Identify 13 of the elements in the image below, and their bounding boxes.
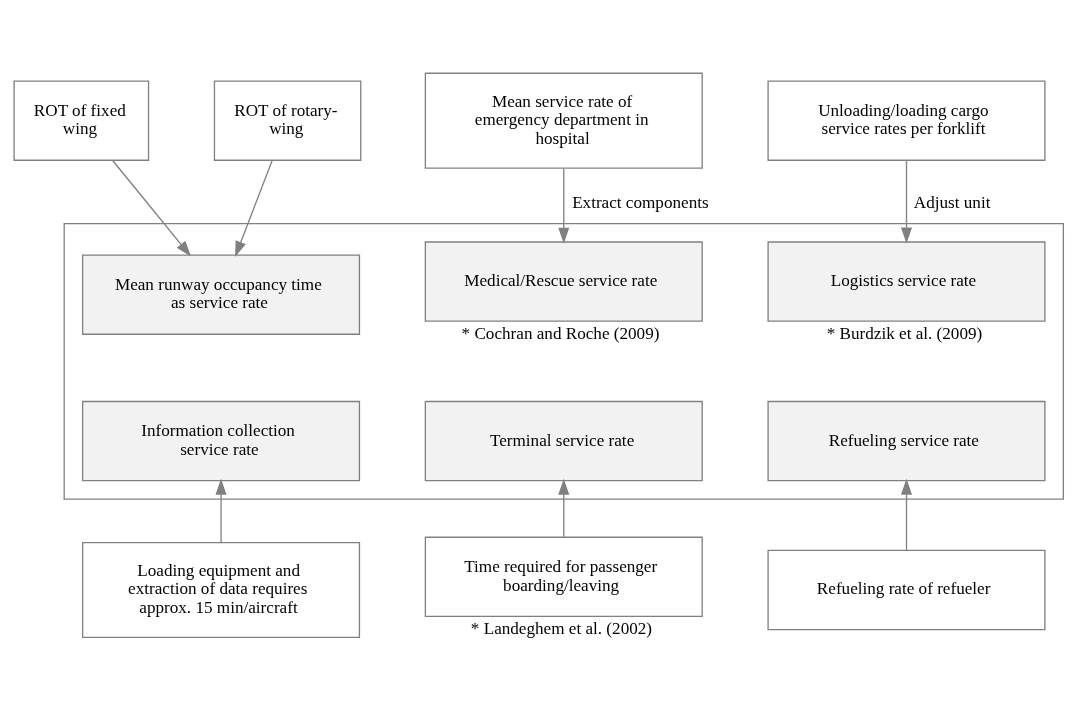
edge-label: Extract components (572, 192, 709, 212)
arrow (558, 478, 570, 537)
node-label: * Burdzik et al. (2009) (826, 323, 983, 343)
cluster (63, 222, 1064, 500)
node-label: * Cochran and Roche (2009) (461, 323, 660, 343)
arrow (558, 167, 570, 244)
arrow (235, 159, 273, 257)
arrow (112, 159, 192, 257)
arrow (900, 478, 913, 551)
arrow (215, 478, 227, 543)
arrow (900, 159, 913, 243)
edge-label: Adjust unit (913, 192, 991, 212)
node-label: * Landeghem et al. (2002) (470, 618, 653, 638)
